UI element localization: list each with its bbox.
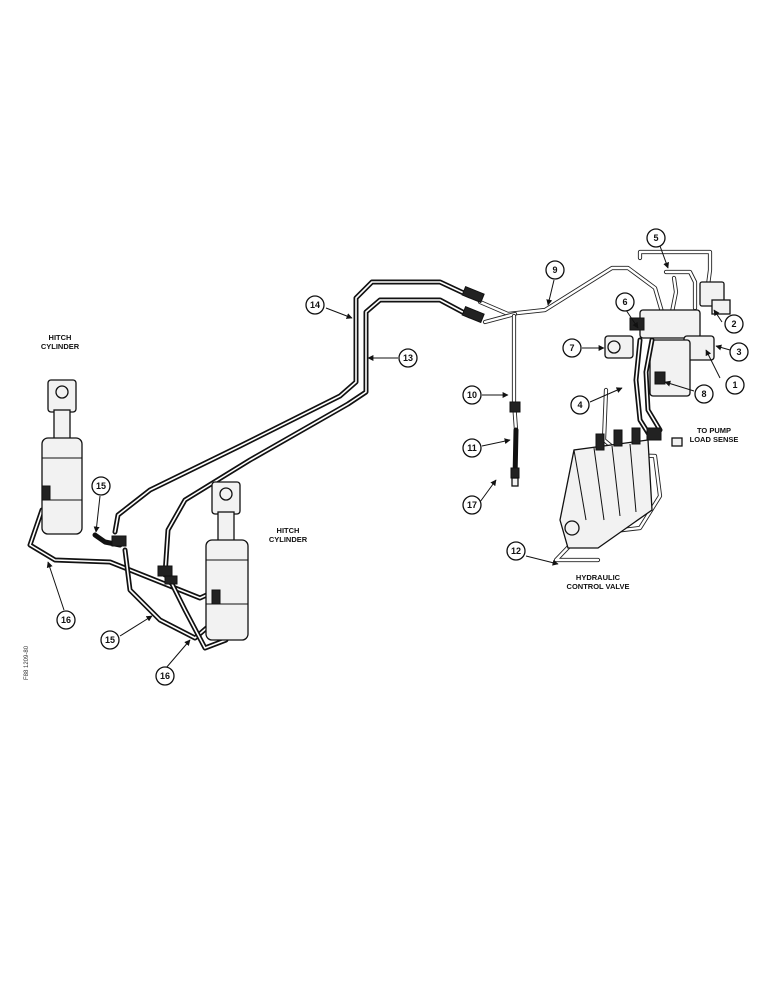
label-line-2: CONTROL VALVE xyxy=(567,582,630,591)
callout-12: 12 xyxy=(506,541,526,561)
callout-number: 2 xyxy=(731,319,736,329)
callout-6: 6 xyxy=(615,292,635,312)
callout-8: 8 xyxy=(694,384,714,404)
callout-11: 11 xyxy=(462,438,482,458)
label-control-valve: HYDRAULIC CONTROL VALVE xyxy=(567,573,630,591)
label-hitch-cylinder-right: HITCH CYLINDER xyxy=(269,526,308,544)
label-hitch-cylinder-left: HITCH CYLINDER xyxy=(41,333,80,351)
callout-number: 16 xyxy=(160,671,170,681)
hose-13-14 xyxy=(112,279,485,578)
hose-15-16 xyxy=(27,507,229,651)
label-line-2: LOAD SENSE xyxy=(690,435,739,444)
callout-number: 6 xyxy=(622,297,627,307)
control-valve-block xyxy=(559,427,683,549)
callout-1: 1 xyxy=(725,375,745,395)
callout-15-bottom: 15 xyxy=(100,630,120,650)
callout-15-top: 15 xyxy=(91,476,111,496)
callout-4: 4 xyxy=(570,395,590,415)
callout-number: 1 xyxy=(732,380,737,390)
label-line-2: CYLINDER xyxy=(269,535,308,544)
callout-number: 4 xyxy=(577,400,582,410)
label-line-1: HITCH xyxy=(49,333,72,342)
callout-10: 10 xyxy=(462,385,482,405)
hose-10-11 xyxy=(509,401,521,487)
callout-number: 14 xyxy=(310,300,320,310)
callout-number: 11 xyxy=(467,443,477,453)
hitch-cylinder-right xyxy=(205,481,249,641)
callout-16-left: 16 xyxy=(56,610,76,630)
callout-14: 14 xyxy=(305,295,325,315)
callout-3: 3 xyxy=(729,342,749,362)
callout-17: 17 xyxy=(462,495,482,515)
callout-16-right: 16 xyxy=(155,666,175,686)
label-line-1: HYDRAULIC xyxy=(576,573,621,582)
label-line-1: TO PUMP xyxy=(697,426,731,435)
label-line-1: HITCH xyxy=(277,526,300,535)
callout-number: 7 xyxy=(569,343,574,353)
figure-code: F88 1209-80 xyxy=(24,645,30,680)
hitch-cylinder-left xyxy=(41,379,83,535)
callout-number: 5 xyxy=(653,233,658,243)
callout-number: 17 xyxy=(467,500,477,510)
leader-lines xyxy=(46,245,731,669)
callout-number: 8 xyxy=(701,389,706,399)
callout-13: 13 xyxy=(398,348,418,368)
label-to-pump: TO PUMP LOAD SENSE xyxy=(690,426,739,444)
callout-number: 13 xyxy=(403,353,413,363)
callout-number: 15 xyxy=(96,481,106,491)
callout-5: 5 xyxy=(646,228,666,248)
callout-number: 3 xyxy=(736,347,741,357)
label-line-2: CYLINDER xyxy=(41,342,80,351)
callout-9: 9 xyxy=(545,260,565,280)
valve-assembly xyxy=(604,281,731,441)
callout-2: 2 xyxy=(724,314,744,334)
callout-number: 15 xyxy=(105,635,115,645)
callout-7: 7 xyxy=(562,338,582,358)
callout-number: 16 xyxy=(61,615,71,625)
callout-number: 12 xyxy=(511,546,521,556)
callout-number: 10 xyxy=(467,390,477,400)
callout-number: 9 xyxy=(552,265,557,275)
